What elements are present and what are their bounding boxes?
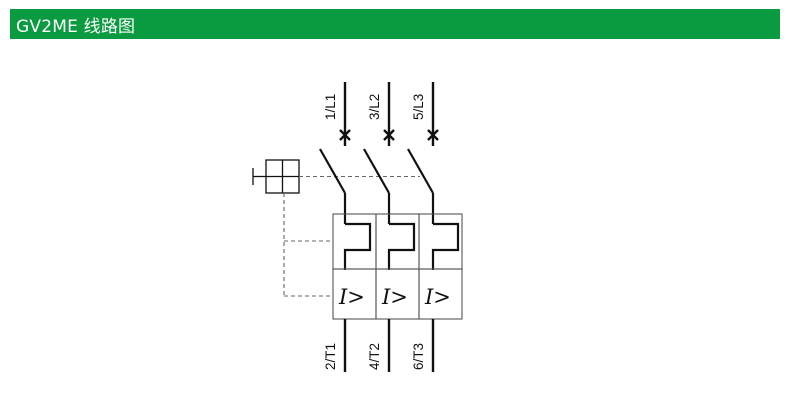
magnetic-trip-label: I> xyxy=(381,285,408,309)
pole-2: I> 3/L2 4/T2 xyxy=(363,82,420,372)
pole-3: I> 5/L3 6/T3 xyxy=(407,82,463,372)
pole-1: I> 1/L1 2/T1 xyxy=(319,82,377,372)
terminal-cross-mark xyxy=(427,129,439,141)
line-terminal-label: 3/L2 xyxy=(367,94,382,120)
line-terminal-label: 5/L3 xyxy=(411,94,426,120)
line-terminal-label: 1/L1 xyxy=(323,94,338,120)
thermal-trip-element xyxy=(431,222,460,270)
thermal-trip-element xyxy=(343,222,372,270)
load-terminal-label: 2/T1 xyxy=(323,343,338,370)
load-terminal-label: 6/T3 xyxy=(411,343,426,370)
header-bar: GV2ME 线路图 xyxy=(10,9,780,39)
thermal-unit-box xyxy=(418,213,463,270)
magnetic-trip-label: I> xyxy=(424,285,451,309)
magnetic-unit-box xyxy=(418,268,463,320)
terminal-cross-mark xyxy=(339,129,351,141)
load-terminal-label: 4/T2 xyxy=(367,343,382,370)
switch-contact xyxy=(363,148,390,194)
thermal-unit-box xyxy=(375,213,420,270)
rotary-handle-icon xyxy=(252,159,300,194)
magnetic-trip-label: I> xyxy=(338,285,365,309)
page-title: GV2ME 线路图 xyxy=(16,16,136,37)
thermal-trip-element xyxy=(387,222,416,270)
terminal-cross-mark xyxy=(383,129,395,141)
mechanical-linkage xyxy=(283,175,420,297)
switch-contact xyxy=(407,148,434,194)
switch-contact xyxy=(319,148,346,194)
